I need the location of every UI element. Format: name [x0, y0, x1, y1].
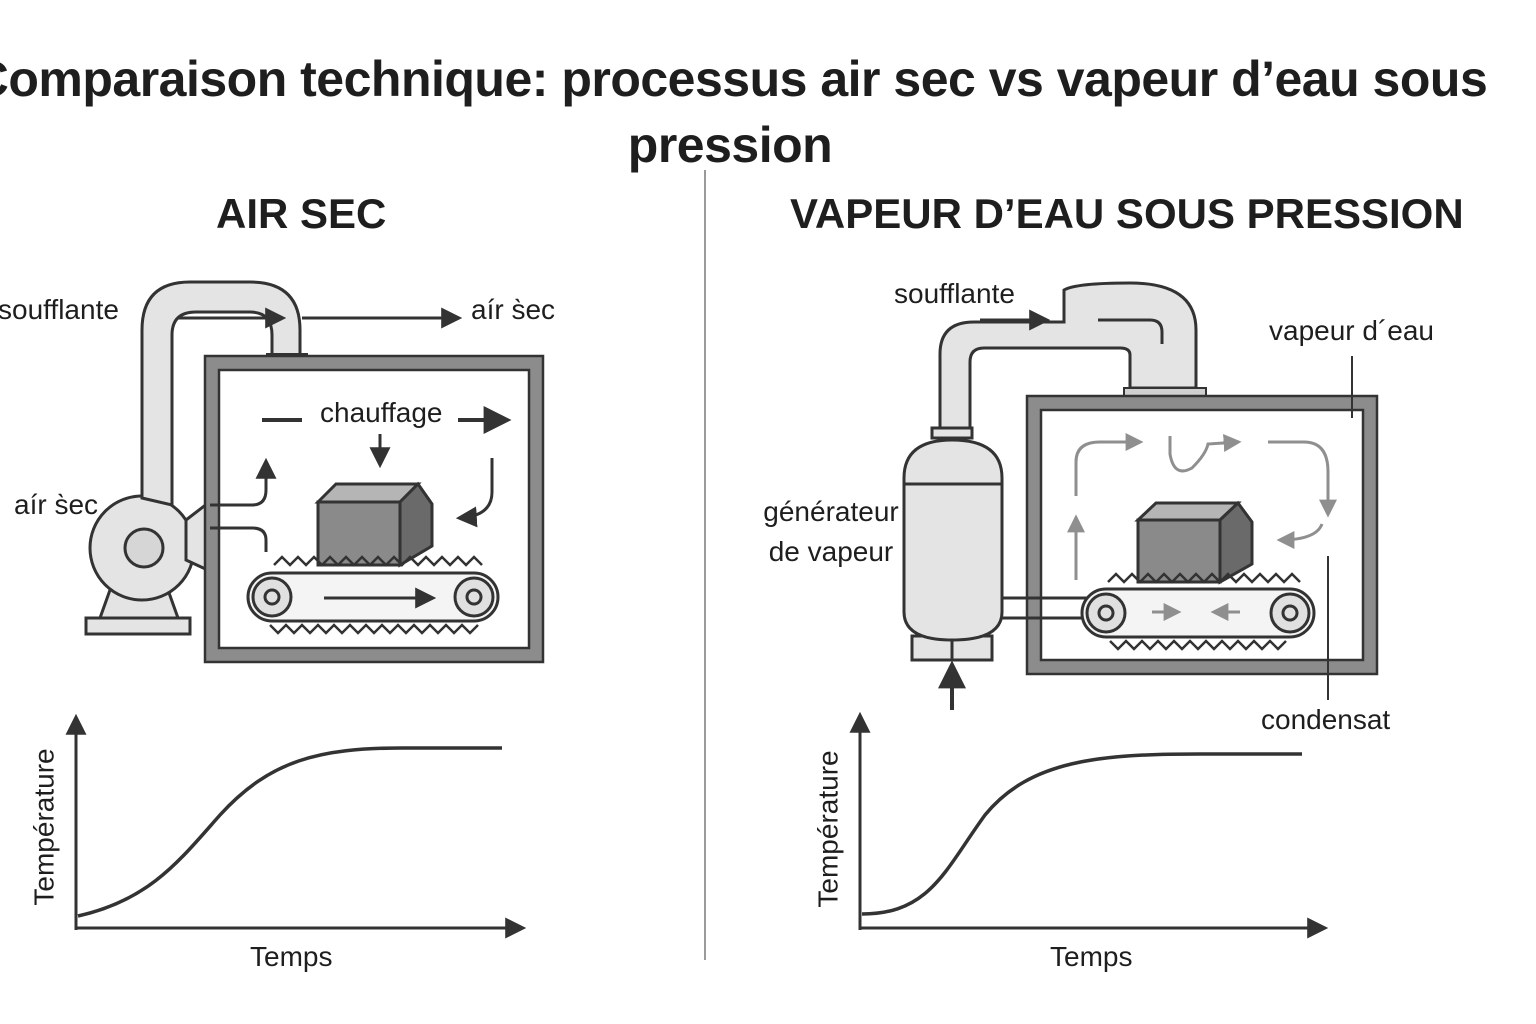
label-generateur-de-vapeur: générateur de vapeur [763, 496, 899, 567]
conveyor-right [1080, 572, 1316, 651]
chamber-right [1027, 396, 1377, 674]
label-air-sec-out: aír s̀ec [471, 294, 556, 325]
label-condensat: condensat [1261, 704, 1391, 735]
label-vapeur-d-eau: vapeur d´eau [1269, 315, 1435, 346]
label-soufflante-right: soufflante [894, 278, 1015, 309]
steam-generator [902, 426, 1090, 662]
temperature-curve-right [861, 752, 1302, 916]
chart-right-ylabel: Température [812, 750, 844, 908]
label-air-sec-in: aír s̀ec [14, 489, 99, 520]
blower-left [84, 494, 214, 636]
product-box-left [314, 481, 434, 568]
panel-heading-vapeur: VAPEUR D’EAU SOUS PRESSION [790, 190, 1464, 237]
chart-left-xlabel: Temps [250, 941, 333, 972]
page-title: Comparaison technique: processus air sec… [0, 51, 1488, 173]
label-chauffage: chauffage [320, 397, 443, 428]
panel-heading-air-sec: AIR SEC [216, 190, 387, 237]
chart-right [849, 711, 1329, 939]
chart-left [65, 713, 527, 939]
vapeur-diagram [849, 281, 1379, 939]
duct-left [140, 280, 302, 507]
temperature-curve-left [77, 746, 502, 918]
panel-divider [704, 170, 706, 960]
chart-right-xlabel: Temps [1050, 941, 1133, 972]
conveyor-left [246, 555, 500, 635]
chamber-left [205, 356, 543, 662]
chart-left-ylabel: Température [28, 748, 60, 906]
product-box-right [1134, 500, 1254, 585]
label-soufflante-left: soufflante [0, 294, 119, 325]
steam-flow-arrows [1067, 433, 1337, 580]
air-sec-diagram [65, 280, 545, 939]
